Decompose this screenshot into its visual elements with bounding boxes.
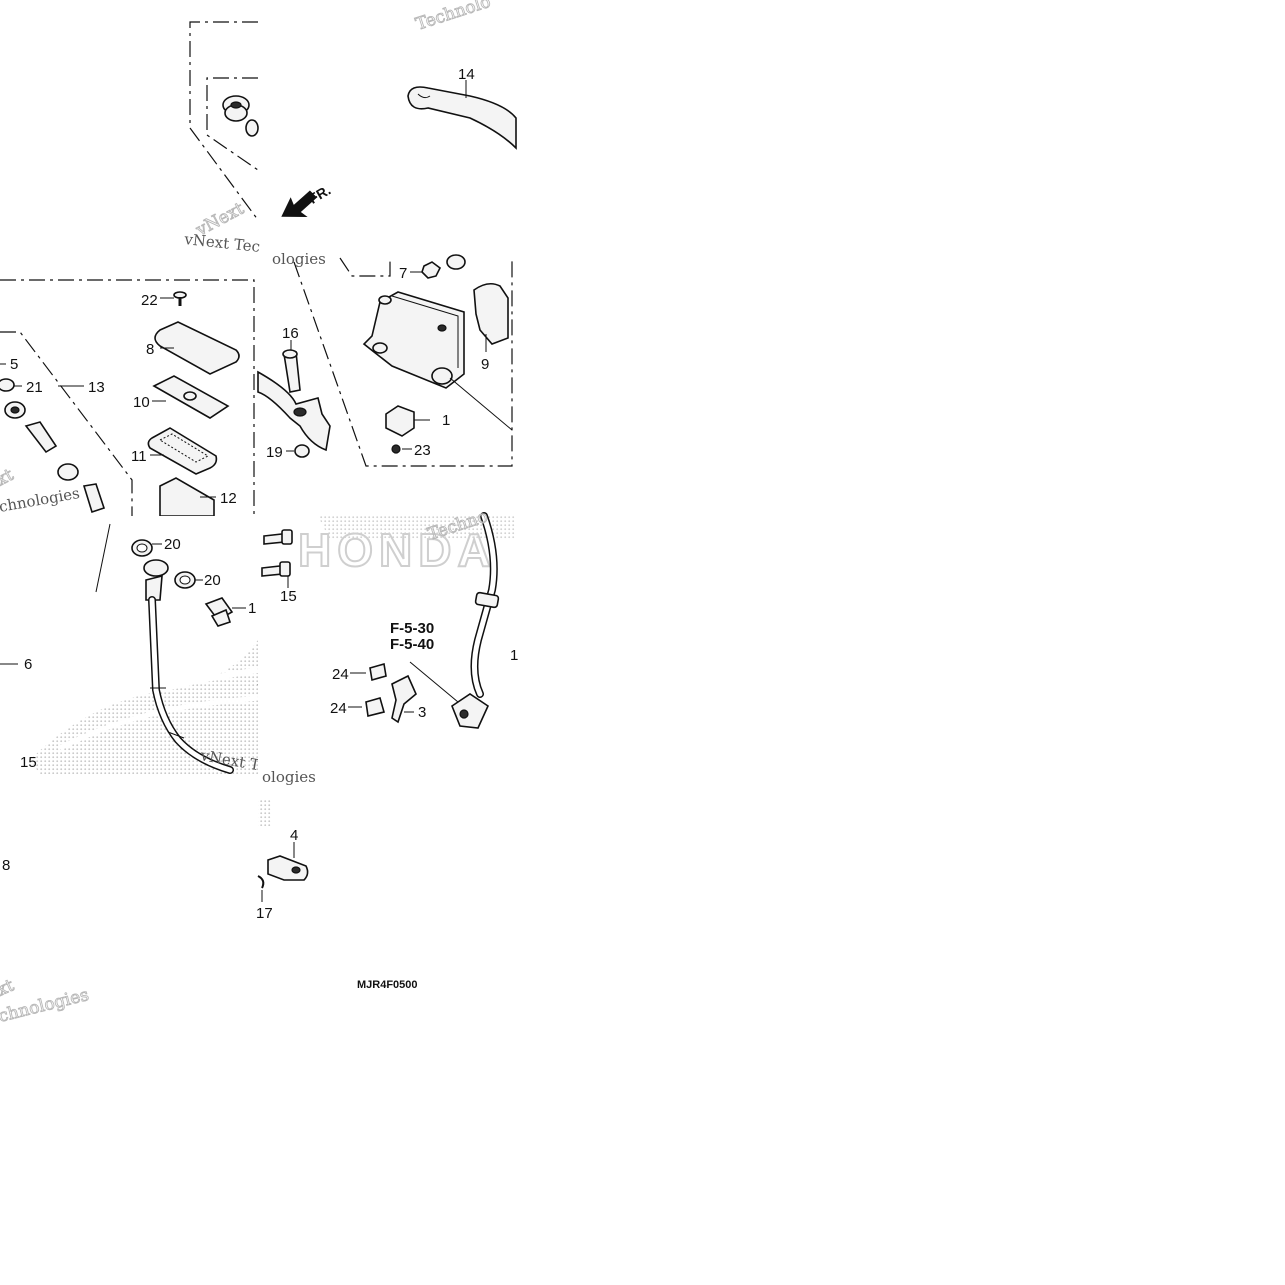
- handlebar-holder-icon: [473, 282, 509, 345]
- front-direction-arrow-icon: [281, 190, 317, 218]
- brake-hose-icon: [143, 559, 234, 774]
- callout-9: 9: [481, 356, 489, 373]
- callout-17: 17: [256, 905, 273, 922]
- callout-23: 23: [414, 442, 431, 459]
- holder-bolt-icon: [261, 529, 293, 577]
- callout-7: 7: [399, 265, 407, 282]
- brake-lever-icon: [407, 86, 517, 150]
- hose-guide-icon: [267, 855, 309, 881]
- callout-24b: 24: [330, 700, 347, 717]
- reservoir-cover-icon: [154, 321, 240, 375]
- callout-19: 19: [266, 444, 283, 461]
- callout-3: 3: [418, 704, 426, 721]
- piston-set-icon: [0, 378, 106, 514]
- callout-4: 4: [290, 827, 298, 844]
- ref-f-5-30: F-5-30: [390, 620, 434, 637]
- callout-8-cover: 8: [146, 341, 154, 358]
- screw-23-icon: [391, 444, 401, 454]
- honda-wing-logo: [30, 640, 258, 774]
- drawing-code: MJR4F0500: [357, 979, 418, 991]
- callout-16: 16: [282, 325, 299, 342]
- callout-14: 14: [458, 66, 475, 83]
- callout-1: 1: [442, 412, 450, 429]
- callout-13: 13: [88, 379, 105, 396]
- callout-6: 6: [24, 656, 32, 673]
- ref-f-5-40: F-5-40: [390, 636, 434, 653]
- callout-21: 21: [26, 379, 43, 396]
- watermark-j: ologies: [272, 250, 326, 268]
- brake-hose-joint-icon: [451, 512, 500, 729]
- callout-20b: 20: [204, 572, 221, 589]
- callout-22: 22: [141, 292, 158, 309]
- master-cylinder-icon: [362, 291, 465, 389]
- flange-bolt-icon: [365, 662, 387, 717]
- float-icon: [159, 477, 215, 517]
- callout-5: 5: [10, 356, 18, 373]
- watermark-j2: ologies: [262, 768, 316, 786]
- washer-group-icon: [222, 95, 259, 137]
- callout-10: 10: [133, 394, 150, 411]
- hose-clamp-icon: [391, 674, 417, 724]
- nut-19-icon: [294, 444, 310, 458]
- callout-11: 11: [131, 448, 147, 465]
- callout-18: 1: [248, 600, 256, 617]
- stop-switch-icon: [385, 405, 415, 437]
- oil-bolt-icon: [204, 597, 234, 627]
- callout-15-bolts: 15: [280, 588, 297, 605]
- callout-20a: 20: [164, 536, 181, 553]
- screw-22-icon: [173, 291, 187, 306]
- callout-15-left: 15: [20, 754, 37, 771]
- callout-12: 12: [220, 490, 237, 507]
- callout-24a: 24: [332, 666, 349, 683]
- callout-8-lower: 8: [2, 857, 10, 874]
- callout-18b: 1: [510, 647, 518, 664]
- diaphragm-icon: [147, 427, 218, 475]
